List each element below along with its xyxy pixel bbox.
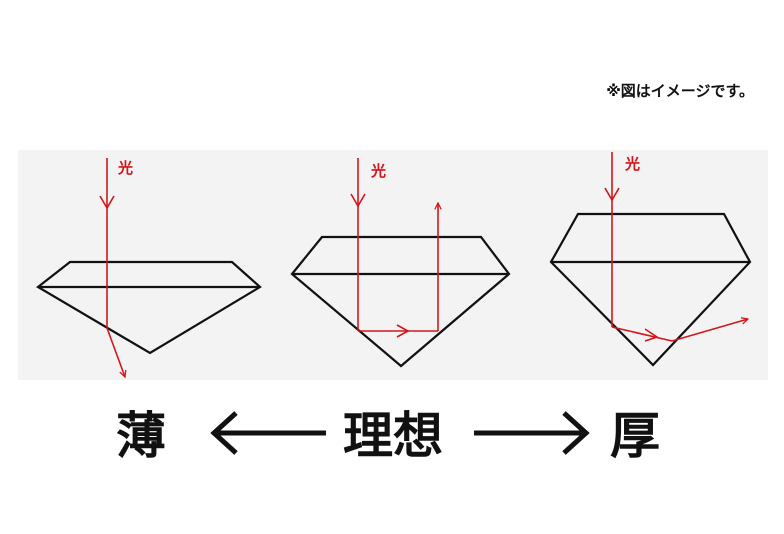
ray-ideal-chevron	[350, 193, 366, 208]
light-label-thick: 光	[624, 155, 640, 173]
ray-thick-internal	[611, 326, 673, 342]
diamond-thick-outline	[549, 212, 752, 367]
ray-thin-chevron	[99, 195, 115, 210]
arrow-right	[474, 411, 590, 455]
arrow-left	[210, 411, 326, 455]
diamond-ideal: 光	[290, 158, 511, 368]
diagram-panel	[18, 150, 768, 380]
diamond-thick: 光	[549, 152, 752, 367]
ray-thick-mid-chevron	[644, 328, 659, 342]
label-ideal: 理想	[343, 407, 443, 465]
ray-thick-exit	[671, 319, 748, 342]
diamond-thin: 光	[36, 158, 262, 377]
ray-thick-chevron	[604, 187, 620, 202]
label-thick: 厚	[610, 407, 660, 465]
diamond-ideal-outline	[290, 235, 511, 368]
ray-ideal-mid-chevron	[396, 324, 410, 338]
diamond-thin-outline	[36, 260, 262, 355]
ray-thin-exit	[106, 327, 125, 377]
light-label-thin: 光	[117, 159, 133, 177]
label-thin: 薄	[116, 407, 166, 465]
disclaimer-note: ※図はイメージです。	[606, 82, 754, 100]
light-label-ideal: 光	[370, 162, 386, 180]
